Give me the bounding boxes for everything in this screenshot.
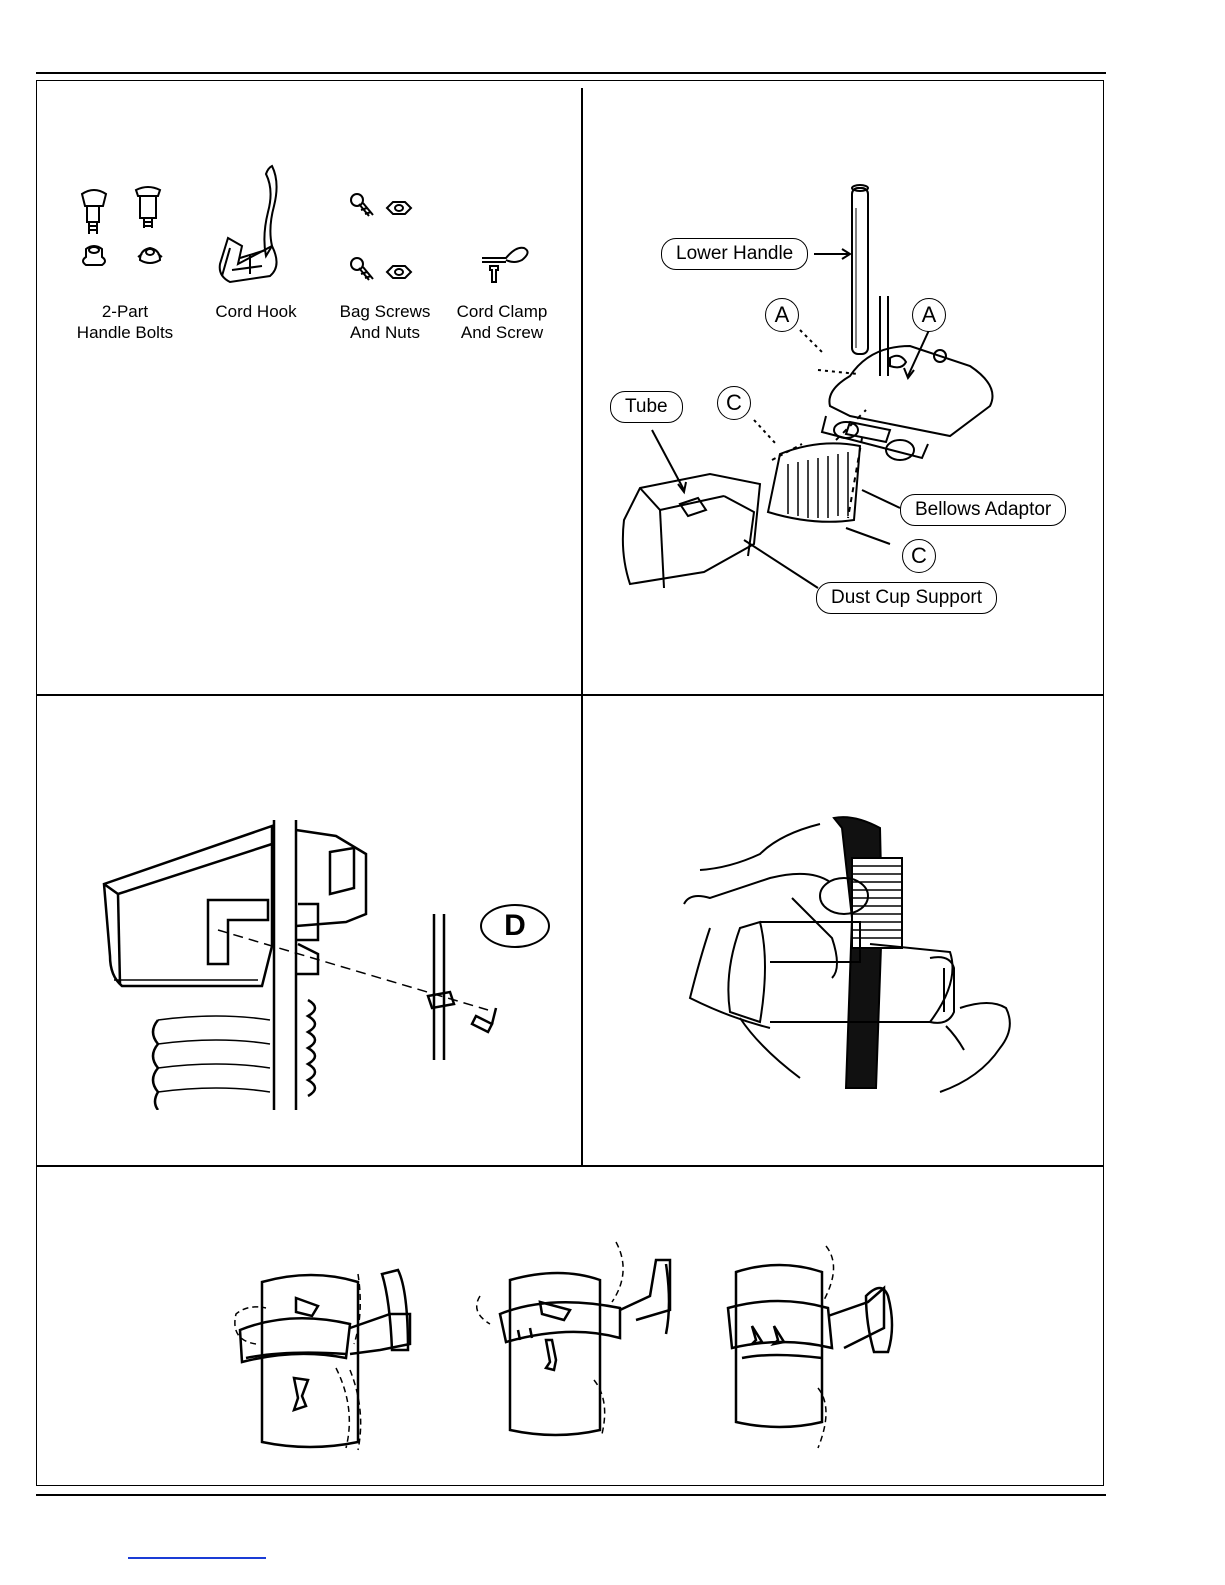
parts-caption-bag-screws: Bag Screws And Nuts	[326, 301, 444, 343]
row-divider-2	[36, 1165, 1104, 1167]
clamp-step-2-illustration	[470, 1240, 690, 1445]
cord-clamp-illustration	[478, 242, 538, 287]
handle-bolts-illustration	[70, 182, 190, 282]
caption-line: And Screw	[446, 322, 558, 343]
caption-line: Cord Clamp	[446, 301, 558, 322]
column-divider	[581, 88, 583, 1166]
callout-bellows-adaptor: Bellows Adaptor	[900, 494, 1066, 526]
hose-fitting-illustration	[680, 808, 1020, 1098]
bag-screws-illustration	[345, 190, 415, 290]
caption-line: Bag Screws	[326, 301, 444, 322]
bottom-rule	[36, 1494, 1106, 1496]
caption-line: 2-Part	[62, 301, 188, 322]
callout-dust-cup-support: Dust Cup Support	[816, 582, 997, 614]
callout-lower-handle: Lower Handle	[661, 238, 808, 270]
clamp-step-3-illustration	[722, 1242, 902, 1452]
callout-tube: Tube	[610, 391, 683, 423]
caption-line: Cord Hook	[200, 301, 312, 322]
footer-link-underline[interactable]	[128, 1557, 266, 1559]
cord-hook-illustration	[210, 162, 300, 287]
letter-a-right: A	[912, 298, 946, 332]
letter-d: D	[480, 904, 550, 948]
letter-a-left: A	[765, 298, 799, 332]
caption-line: And Nuts	[326, 322, 444, 343]
caption-line: Handle Bolts	[62, 322, 188, 343]
dust-cup-illustration	[98, 820, 558, 1110]
letter-c-lower: C	[902, 539, 936, 573]
clamp-step-1-illustration	[226, 1258, 426, 1453]
top-rule	[36, 72, 1106, 74]
parts-caption-cord-hook: Cord Hook	[200, 301, 312, 322]
row-divider-1	[36, 694, 1104, 696]
letter-c-upper: C	[717, 386, 751, 420]
parts-caption-handle-bolts: 2-Part Handle Bolts	[62, 301, 188, 343]
parts-caption-cord-clamp: Cord Clamp And Screw	[446, 301, 558, 343]
